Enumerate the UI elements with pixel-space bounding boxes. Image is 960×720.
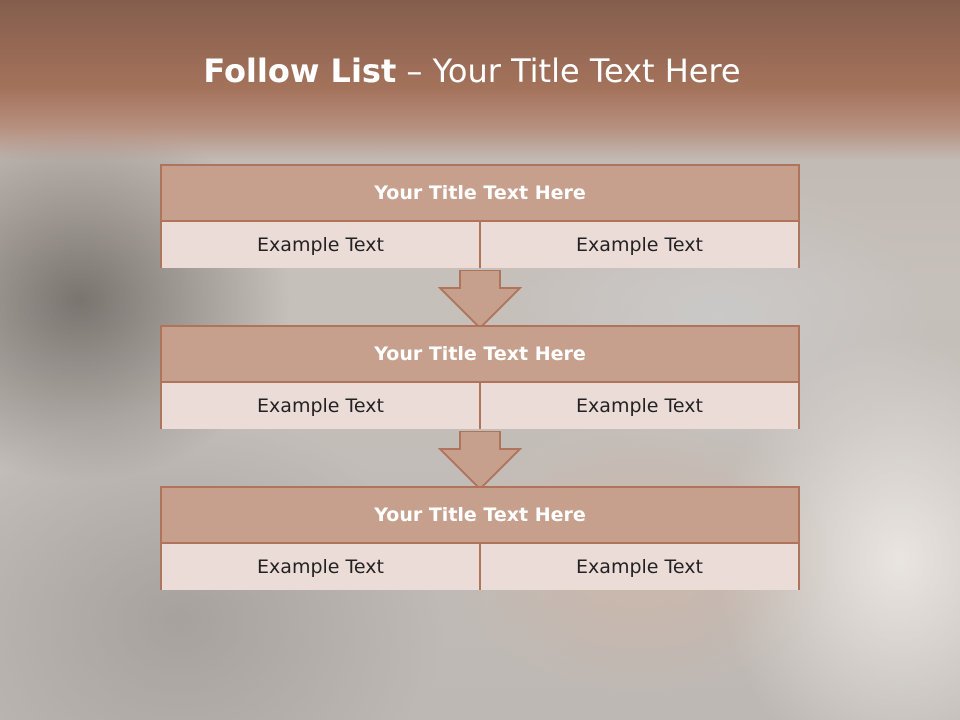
title-band [0, 0, 960, 160]
step-cell-left: Example Text [162, 544, 479, 590]
step-box-3: Your Title Text Here Example Text Exampl… [160, 486, 800, 590]
step-box-1: Your Title Text Here Example Text Exampl… [160, 164, 800, 268]
step-row: Example Text Example Text [162, 222, 798, 268]
step-row: Example Text Example Text [162, 383, 798, 429]
slide-title-bold: Follow List [203, 52, 397, 90]
step-cell-right: Example Text [479, 383, 798, 429]
step-title: Your Title Text Here [162, 488, 798, 544]
step-title: Your Title Text Here [162, 166, 798, 222]
step-title: Your Title Text Here [162, 327, 798, 383]
slide-title-rest: – Your Title Text Here [396, 52, 741, 90]
step-cell-left: Example Text [162, 383, 479, 429]
step-box-2: Your Title Text Here Example Text Exampl… [160, 325, 800, 429]
down-arrow-icon [438, 270, 522, 330]
step-cell-right: Example Text [479, 544, 798, 590]
step-cell-right: Example Text [479, 222, 798, 268]
step-row: Example Text Example Text [162, 544, 798, 590]
down-arrow-icon [438, 431, 522, 491]
slide-title: Follow List – Your Title Text Here [0, 52, 944, 90]
step-cell-left: Example Text [162, 222, 479, 268]
